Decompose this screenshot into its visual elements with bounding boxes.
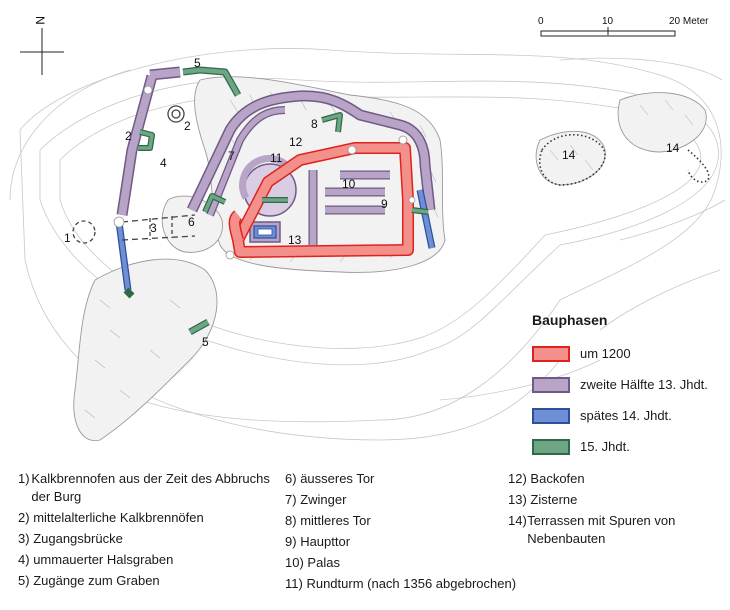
map-label-5a: 5: [194, 56, 201, 70]
walls-phase-15c: [123, 66, 429, 336]
key-item: 14) Terrassen mit Spuren von Nebenbauten: [508, 513, 676, 546]
scale-bar: 0 10 20 Meter: [538, 16, 709, 37]
walls-phase-late-14c: [115, 189, 436, 291]
key-item: 7) Zwinger: [285, 492, 347, 507]
map-label-1: 1: [64, 231, 71, 245]
legend-label: um 1200: [580, 346, 631, 361]
scale-tick-20: 20 Meter: [669, 16, 709, 27]
key-item: 11) Rundturm (nach 1356 abgebrochen): [285, 576, 517, 591]
phase-legend: Bauphasen um 1200 zweite Hälfte 13. Jhdt…: [532, 312, 722, 462]
north-compass: N: [20, 16, 64, 75]
legend-label: spätes 14. Jhdt.: [580, 408, 672, 423]
map-label-12: 12: [289, 135, 303, 149]
legend-item-13c: zweite Hälfte 13. Jhdt.: [532, 369, 722, 400]
castle-plan-map: N 0 10 20 Meter 1 2 2 3 4 5 5 6 7 8 9 10…: [9, 16, 726, 442]
north-label: N: [33, 16, 47, 25]
scale-tick-10: 10: [602, 16, 614, 27]
key-item: 2) mittelalterliche Kalkbrennöfen: [18, 510, 204, 525]
key-item: 8) mittleres Tor: [285, 513, 371, 528]
key-item: 6) äusseres Tor: [285, 471, 375, 486]
legend-swatch-green: [532, 438, 570, 455]
numbered-key: 1) Kalkbrennofen aus der Zeit des Abbruc…: [0, 470, 730, 610]
key-column-2: 6) äusseres Tor 7) Zwinger 8) mittleres …: [285, 470, 525, 596]
terrace-outlines: [538, 133, 710, 186]
map-label-9: 9: [381, 197, 388, 211]
map-number-labels: 1 2 2 3 4 5 5 6 7 8 9 10 11 12 13 14 14: [64, 56, 680, 349]
key-item: 12) Backofen: [508, 471, 585, 486]
map-label-3: 3: [150, 221, 157, 235]
map-label-2b: 2: [184, 119, 191, 133]
legend-swatch-red: [532, 345, 570, 362]
legend-item-15c: 15. Jhdt.: [532, 431, 722, 462]
legend-title: Bauphasen: [532, 312, 608, 328]
key-item: 13) Zisterne: [508, 492, 578, 507]
key-item: 4) ummauerter Halsgraben: [18, 552, 174, 567]
wall-gaps: [113, 85, 416, 260]
map-label-14b: 14: [666, 141, 680, 155]
walls-phase-1200: [228, 142, 414, 258]
key-item: 1) Kalkbrennofen aus der Zeit des Abbruc…: [18, 471, 270, 504]
legend-item-um-1200: um 1200: [532, 338, 722, 369]
map-label-5b: 5: [202, 335, 209, 349]
map-label-13: 13: [288, 233, 302, 247]
map-label-4: 4: [160, 156, 167, 170]
map-label-11: 11: [270, 151, 283, 165]
map-label-8: 8: [311, 117, 318, 131]
scale-tick-0: 0: [538, 16, 544, 27]
key-item: 5) Zugänge zum Graben: [18, 573, 160, 588]
map-label-14a: 14: [562, 148, 576, 162]
legend-label: zweite Hälfte 13. Jhdt.: [580, 377, 708, 392]
map-label-2a: 2: [125, 129, 132, 143]
legend-item-late-14c: spätes 14. Jhdt.: [532, 400, 722, 431]
map-label-10: 10: [342, 177, 356, 191]
key-item: 3) Zugangsbrücke: [18, 531, 123, 546]
legend-label: 15. Jhdt.: [580, 439, 630, 454]
key-item: 9) Haupttor: [285, 534, 351, 549]
legend-swatch-purple: [532, 376, 570, 393]
legend-swatch-blue: [532, 407, 570, 424]
map-label-7: 7: [228, 149, 235, 163]
kilns-and-bridge: [72, 105, 196, 244]
key-item: 10) Palas: [285, 555, 340, 570]
key-column-1: 1) Kalkbrennofen aus der Zeit des Abbruc…: [18, 470, 278, 593]
map-label-6: 6: [188, 215, 195, 229]
key-column-3: 12) Backofen 13) Zisterne 14) Terrassen …: [508, 470, 718, 551]
